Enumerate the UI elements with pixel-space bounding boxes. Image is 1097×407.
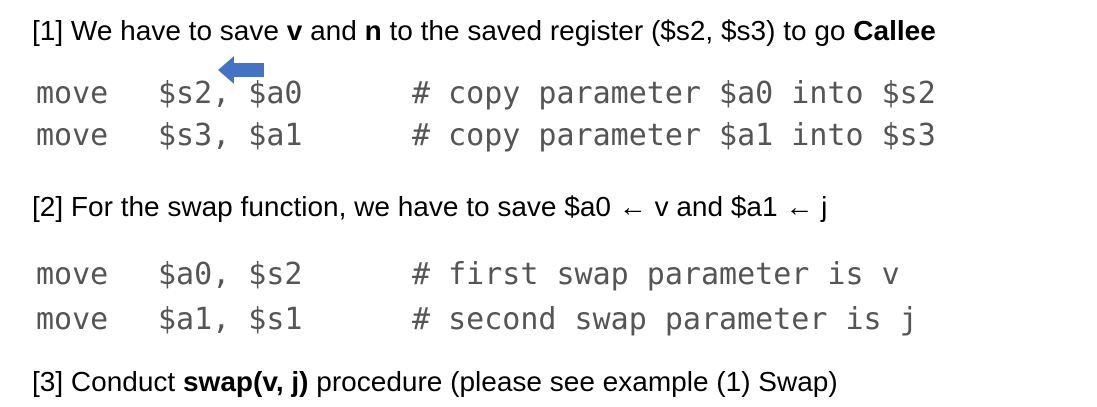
section-1-prefix: [1] We have to save: [32, 15, 287, 46]
section-3-suffix: procedure (please see example (1) Swap): [308, 366, 838, 397]
code-op: move: [36, 118, 109, 153]
code-op: move: [36, 302, 109, 337]
code-args: $a0, $s2: [158, 257, 303, 292]
left-arrow-icon: [218, 56, 264, 84]
section-3-bold: swap(v, j): [182, 366, 309, 397]
code-args: $a1, $s1: [158, 302, 303, 337]
code-comment: # copy parameter $a1 into $s3: [412, 118, 936, 153]
section-1-middle: to the saved register ($s2, $s3) to go: [381, 15, 854, 46]
section-1-heading: [1] We have to save v and n to the saved…: [32, 14, 936, 48]
code-op: move: [36, 76, 109, 111]
code-comment: # copy parameter $a0 into $s2: [412, 76, 936, 111]
section-3-heading: [3] Conduct swap(v, j) procedure (please…: [32, 365, 838, 399]
section-1-and: and: [302, 15, 365, 46]
code-comment: # first swap parameter is v: [412, 257, 900, 292]
code-comment: # second swap parameter is j: [412, 302, 918, 337]
section-1-n: n: [364, 15, 382, 46]
section-2-heading: [2] For the swap function, we have to sa…: [32, 191, 828, 222]
code-args: $s2, $a0: [158, 76, 303, 111]
section-3-prefix: [3] Conduct: [32, 366, 183, 397]
section-1-v: v: [286, 15, 303, 46]
code-args: $s3, $a1: [158, 118, 303, 153]
code-op: move: [36, 257, 109, 292]
section-1-callee: Callee: [853, 15, 936, 46]
